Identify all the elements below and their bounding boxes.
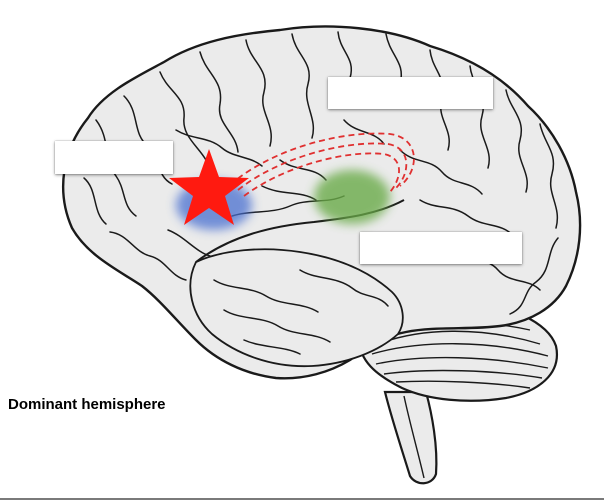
top-label-box — [328, 77, 493, 109]
red-star — [169, 149, 249, 225]
hemisphere-caption: Dominant hemisphere — [8, 396, 166, 413]
gyri — [83, 31, 559, 355]
brainstem — [383, 390, 438, 485]
arcuate-pathway — [229, 132, 415, 197]
temporal-lobe — [189, 248, 404, 368]
right-label-box — [360, 232, 522, 264]
brainstem-line — [403, 395, 425, 479]
bottom-divider — [0, 498, 604, 500]
green-region — [314, 170, 390, 224]
left-label-box — [55, 141, 173, 174]
